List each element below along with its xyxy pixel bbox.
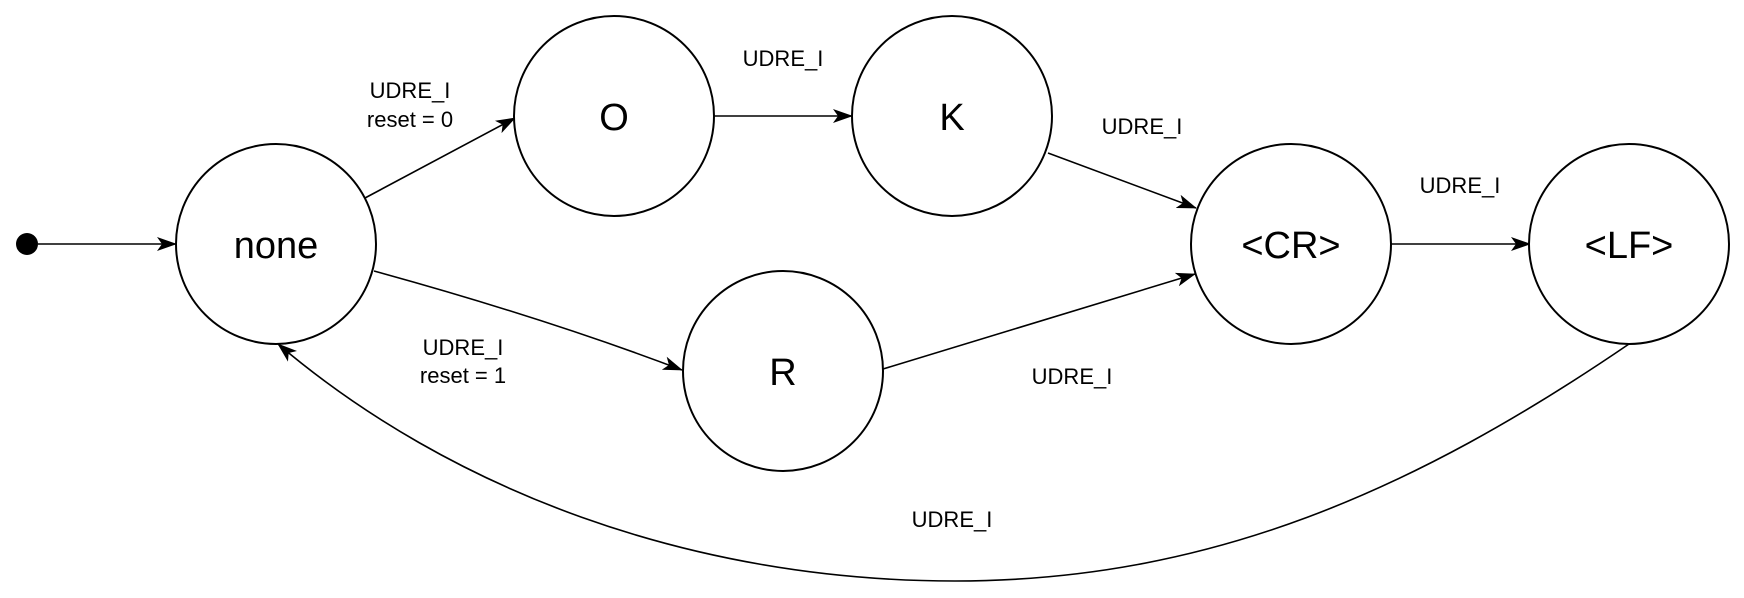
state-cr-circle <box>1190 143 1392 345</box>
state-o-circle <box>513 15 715 217</box>
state-k: K <box>851 15 1053 217</box>
label-lf-to-none-event: UDRE_I <box>912 507 993 532</box>
state-cr-label: <CR> <box>1241 225 1340 267</box>
state-none-label: none <box>234 225 319 267</box>
state-k-circle <box>851 15 1053 217</box>
label-none-to-r-action: reset = 1 <box>420 363 506 388</box>
label-none-to-o-event: UDRE_I <box>370 78 451 103</box>
transition-r-to-cr <box>882 272 1196 370</box>
state-lf-circle <box>1528 143 1730 345</box>
label-none-to-o-action: reset = 0 <box>367 107 453 132</box>
transition-lf-to-none <box>277 343 1630 582</box>
state-o: O <box>513 15 715 217</box>
initial-state-dot <box>16 233 38 255</box>
transition-k-to-cr <box>1047 152 1197 209</box>
state-k-label: K <box>939 97 964 139</box>
state-none: none <box>175 143 377 345</box>
state-r-circle <box>682 270 884 472</box>
state-r-label: R <box>769 352 796 394</box>
label-none-to-r-event: UDRE_I <box>423 335 504 360</box>
transition-none-to-o <box>364 117 516 199</box>
label-r-to-cr-event: UDRE_I <box>1032 364 1113 389</box>
state-lf-label: <LF> <box>1585 225 1674 267</box>
label-o-to-k-event: UDRE_I <box>743 46 824 71</box>
label-cr-to-lf-event: UDRE_I <box>1420 173 1501 198</box>
transition-none-to-r <box>373 270 683 371</box>
state-o-label: O <box>599 97 629 139</box>
state-none-circle <box>175 143 377 345</box>
state-lf: <LF> <box>1528 143 1730 345</box>
state-r: R <box>682 270 884 472</box>
label-k-to-cr-event: UDRE_I <box>1102 114 1183 139</box>
state-cr: <CR> <box>1190 143 1392 345</box>
